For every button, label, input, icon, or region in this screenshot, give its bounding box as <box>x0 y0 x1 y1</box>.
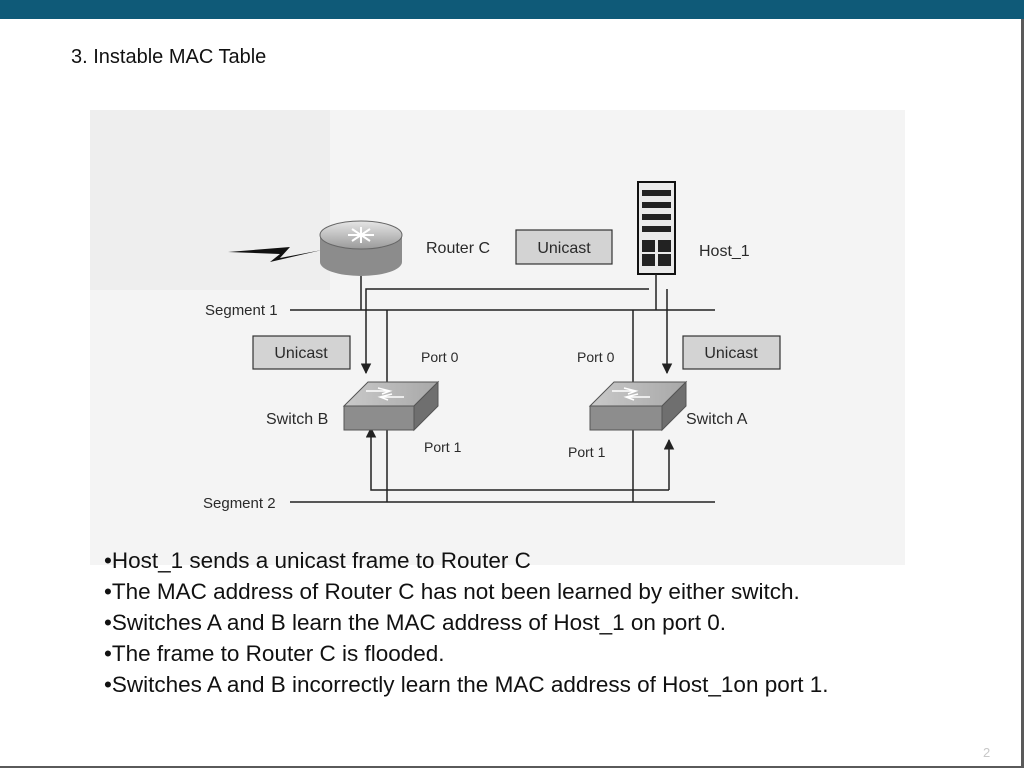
switch-b-label: Switch B <box>266 411 328 428</box>
host-label: Host_1 <box>699 243 750 260</box>
switch-a-icon <box>588 380 688 432</box>
switch-a-port-1-label: Port 1 <box>568 444 606 460</box>
unicast-label-left: Unicast <box>274 345 328 362</box>
bullet-item: •The frame to Router C is flooded. <box>104 641 445 666</box>
switch-b-port-0-label: Port 0 <box>421 349 459 365</box>
router-label: Router C <box>426 240 490 257</box>
bullet-item: •Switches A and B incorrectly learn the … <box>104 672 829 697</box>
unicast-box-top <box>515 229 613 265</box>
unicast-label-right: Unicast <box>704 345 758 362</box>
header-bar <box>0 0 1024 19</box>
switch-a-port-0-label: Port 0 <box>577 349 615 365</box>
router-icon <box>319 220 403 276</box>
slide-frame <box>0 19 1024 768</box>
switch-b-port-1-label: Port 1 <box>424 439 462 455</box>
unicast-box-right <box>682 335 781 370</box>
page-number: 2 <box>983 745 991 760</box>
segment-2-label: Segment 2 <box>203 495 276 512</box>
switch-b-icon <box>342 380 440 432</box>
segment-1-label: Segment 1 <box>205 302 278 319</box>
server-icon <box>637 181 676 275</box>
bullet-list: •Host_1 sends a unicast frame to Router … <box>104 545 829 700</box>
bullet-item: •The MAC address of Router C has not bee… <box>104 579 800 604</box>
network-diagram: Segment 1 Segment 2 Router C Host_1 Unic… <box>90 110 905 565</box>
bullet-item: •Switches A and B learn the MAC address … <box>104 610 726 635</box>
switch-a-label: Switch A <box>686 411 748 428</box>
flood-path-top-to-switch-b <box>360 288 649 375</box>
flood-path-bottom-to-switch-b <box>365 426 669 491</box>
bullet-item: •Host_1 sends a unicast frame to Router … <box>104 548 531 573</box>
unicast-label-top: Unicast <box>537 240 591 257</box>
background-patch <box>90 110 330 290</box>
wan-link-icon <box>228 247 322 262</box>
unicast-box-left <box>252 335 351 370</box>
slide-title: 3. Instable MAC Table <box>71 46 267 68</box>
